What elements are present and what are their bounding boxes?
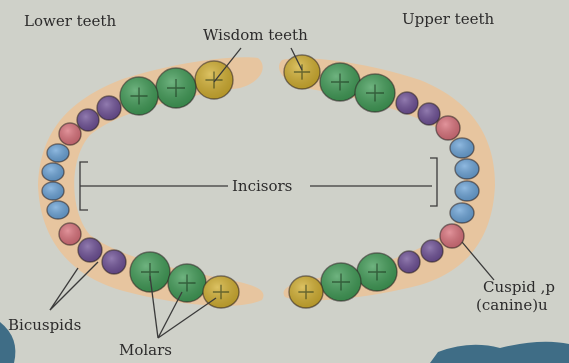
upper-tooth-shade-5 [436, 116, 460, 140]
lower-tooth-shade-4 [77, 109, 99, 131]
lower-tooth-shade-9 [47, 201, 69, 219]
upper-tooth-shade-11 [421, 240, 443, 262]
lower-tooth-shade-10 [59, 223, 81, 245]
label-bicuspids: Bicuspids [8, 316, 81, 334]
upper-tooth-shade-3 [396, 92, 418, 114]
lower-tooth-shade-3 [97, 96, 121, 120]
label-molars: Molars [119, 341, 172, 359]
upper-tooth-shade-4 [418, 103, 440, 125]
lower-tooth-shade-11 [78, 238, 102, 262]
lower-tooth-shade-7 [42, 163, 64, 181]
upper-tooth-shade-9 [450, 203, 474, 223]
label-incisors: Incisors [232, 177, 292, 195]
upper-tooth-shade-12 [398, 251, 420, 273]
label-upper-teeth: Upper teeth [402, 10, 494, 28]
label-canine: (canine)u [476, 296, 548, 314]
upper-tooth-shade-7 [455, 159, 479, 179]
label-wisdom-teeth: Wisdom teeth [203, 26, 308, 44]
label-cuspid: Cuspid ,p [483, 278, 555, 296]
lower-tooth-shade-12 [102, 250, 126, 274]
upper-tooth-shade-6 [450, 138, 474, 158]
lower-tooth-shade-8 [42, 182, 64, 200]
label-lower-teeth: Lower teeth [24, 12, 116, 30]
lower-tooth-shade-6 [47, 144, 69, 162]
upper-tooth-shade-10 [440, 224, 464, 248]
upper-tooth-shade-8 [455, 181, 479, 201]
lower-tooth-shade-5 [59, 123, 81, 145]
